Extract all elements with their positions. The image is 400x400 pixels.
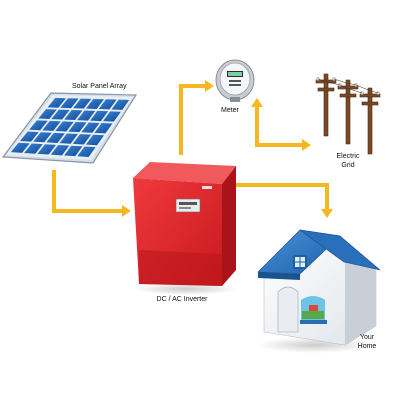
panel-cell <box>64 145 83 157</box>
home-line2: Home <box>357 343 377 350</box>
panel-cell <box>50 144 70 156</box>
panel-cell <box>72 134 92 145</box>
panel-cell <box>42 120 61 131</box>
solar-panel-array-label: Solar Panel Array <box>72 82 126 91</box>
panel-cell <box>73 98 92 109</box>
panel-cell <box>77 110 96 121</box>
panel-cell <box>33 132 52 143</box>
panel-cell <box>102 111 121 122</box>
panel-cell <box>64 110 83 121</box>
panel-cell <box>55 121 74 132</box>
panel-cell <box>94 123 113 134</box>
electric-grid-label: Electric Grid <box>328 152 368 170</box>
panel-cell <box>111 99 130 110</box>
solar-panel-icon <box>1 92 138 164</box>
panel-cell <box>47 97 66 108</box>
arrow-meter-to-grid <box>255 104 304 147</box>
solar-panel-array-text: Solar Panel Array <box>72 83 127 90</box>
meter-icon <box>215 59 255 102</box>
panel-cell <box>10 142 30 153</box>
inverter-label: DC / AC Inverter <box>145 295 219 304</box>
arrowhead-down-home <box>321 209 333 218</box>
home-label: Your Home <box>352 333 382 351</box>
panel-cell <box>24 143 43 154</box>
arrow-inverter-to-home <box>227 183 329 211</box>
panel-cell <box>59 133 78 144</box>
arrow-panel-to-inverter <box>52 170 124 213</box>
panel-cell <box>98 99 117 110</box>
panel-cell <box>81 122 100 133</box>
meter-text: Meter <box>221 107 239 114</box>
panel-cell <box>90 110 109 122</box>
panel-cell <box>19 131 39 142</box>
panel-cell <box>37 144 57 155</box>
meter-label: Meter <box>221 106 239 115</box>
panel-cell <box>46 132 65 144</box>
panel-cell <box>38 109 57 119</box>
arrowhead-up-meter <box>251 98 263 107</box>
home-line1: Your <box>359 334 375 341</box>
arrowhead-right-grid <box>302 139 311 151</box>
arrow-heads <box>122 80 333 218</box>
inverter-text: DC / AC Inverter <box>156 296 208 303</box>
electric-grid-line1: Electric <box>336 153 360 160</box>
panel-cell <box>85 98 104 109</box>
panel-cells <box>10 97 130 157</box>
arrowhead-right-inverter <box>122 205 131 217</box>
panel-cell <box>51 109 70 120</box>
panel-cell <box>60 98 79 109</box>
inverter-icon <box>133 162 238 295</box>
panel-cell <box>68 121 87 133</box>
house-icon <box>257 229 381 353</box>
electric-grid-line2: Grid <box>341 162 355 169</box>
utility-pole-icon <box>315 73 381 155</box>
panel-cell <box>85 134 105 146</box>
panel-cell <box>77 146 96 157</box>
panel-cell <box>29 120 48 131</box>
flow-arrows <box>52 84 329 213</box>
arrow-inverter-to-meter <box>179 84 207 155</box>
power-lines <box>317 78 379 94</box>
arrowhead-right-meter <box>205 80 214 92</box>
